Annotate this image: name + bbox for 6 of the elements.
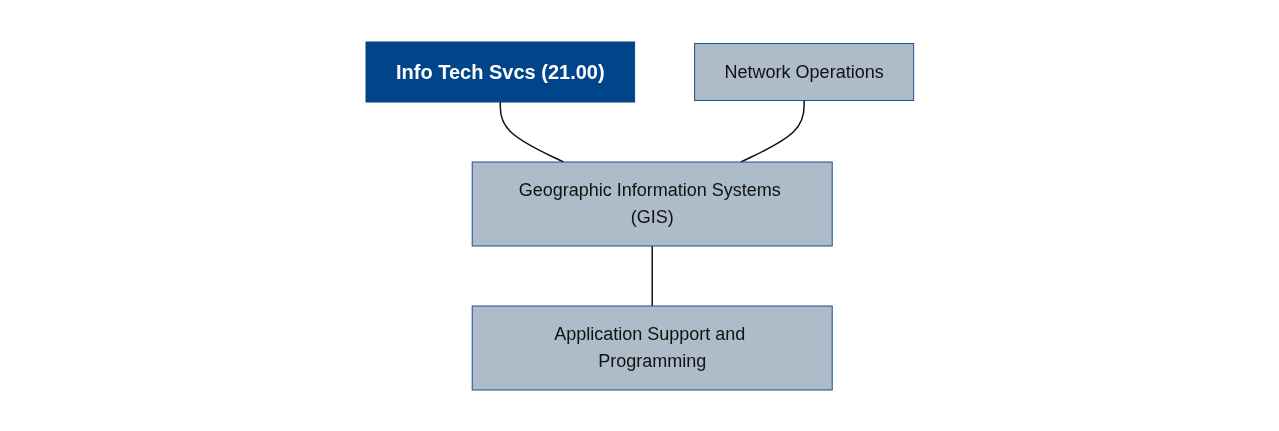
connector (499, 100, 564, 163)
node-box: Geographic Information Systems (GIS) (471, 161, 833, 246)
node-box: Application Support and Programming (471, 305, 833, 390)
connector (651, 244, 653, 307)
node-box: Info Tech Svcs (21.00) (365, 41, 635, 102)
node-box: Network Operations (693, 42, 914, 101)
